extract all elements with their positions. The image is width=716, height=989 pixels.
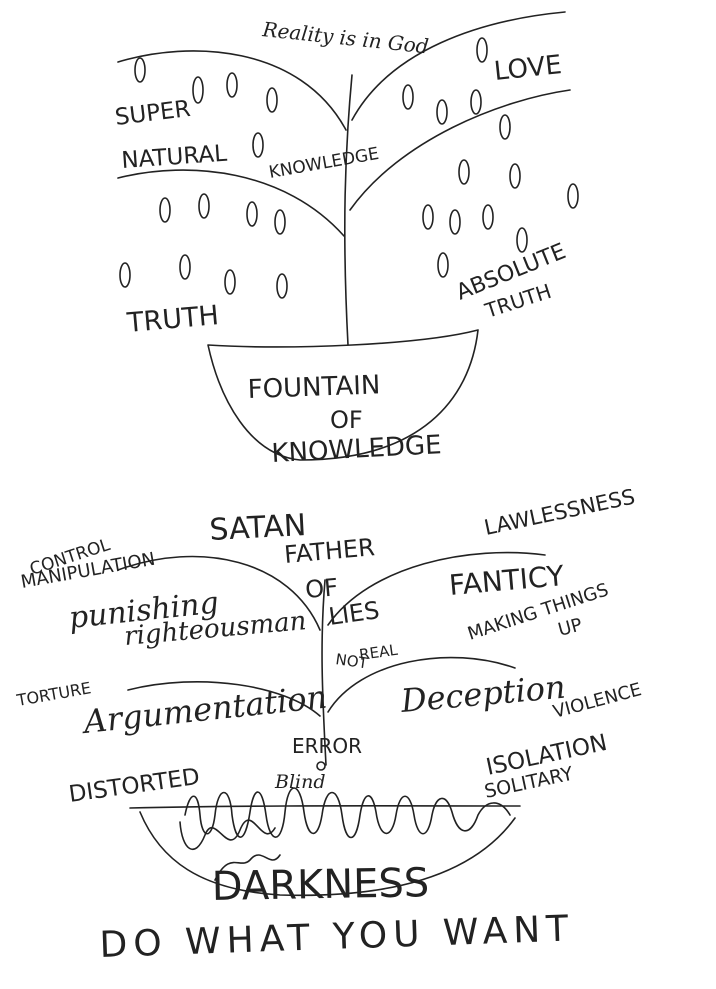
top-leaf-mid-left bbox=[117, 169, 345, 237]
natural-label: NATURAL bbox=[121, 141, 228, 174]
knowledge-label: KNOWLEDGE bbox=[267, 144, 380, 183]
satan-label: SATAN bbox=[209, 508, 307, 548]
top-stem bbox=[343, 74, 353, 346]
up-label: UP bbox=[556, 614, 585, 641]
darkness-scribble-2 bbox=[179, 819, 276, 850]
lawlessness-label: LAWLESSNESS bbox=[482, 485, 637, 540]
love-label: LOVE bbox=[493, 50, 564, 87]
darkness-label: DARKNESS bbox=[211, 860, 429, 910]
darkness-scribble bbox=[184, 787, 511, 839]
blind-dot bbox=[316, 761, 326, 771]
darkness-scribble-3 bbox=[214, 854, 281, 881]
top-leaf-mid-right bbox=[349, 89, 571, 211]
do-what-you-want-label: DO WHAT YOU WANT bbox=[99, 908, 575, 966]
deception-label: Deception bbox=[398, 668, 567, 720]
top-fountain-bowl bbox=[207, 329, 479, 461]
bottom-leaf-upper-left bbox=[117, 555, 321, 631]
torture-label: TORTURE bbox=[14, 678, 92, 710]
argumentation-label: Argumentation bbox=[79, 678, 329, 742]
bottom-leaf-upper-right bbox=[327, 551, 546, 626]
bottom-bowl-rim bbox=[129, 805, 521, 809]
fountain-knowledge-label: KNOWLEDGE bbox=[271, 430, 443, 469]
not-label: NOT bbox=[334, 650, 369, 672]
fountain-of-label: OF bbox=[330, 406, 363, 434]
fantasy-label: FANTICY bbox=[448, 559, 566, 602]
blind-label: Blind bbox=[274, 771, 326, 793]
bottom-leaf-lower-right bbox=[327, 656, 516, 713]
bottom-leaf-lower-left bbox=[127, 681, 321, 717]
top-leaf-upper-left bbox=[117, 50, 347, 131]
real-label: REAL bbox=[358, 641, 399, 664]
lies-label: LIES bbox=[327, 596, 381, 631]
error-label: ERROR bbox=[292, 734, 362, 758]
reality-label: Reality is in God bbox=[260, 17, 429, 58]
bottom-stem bbox=[321, 579, 327, 766]
fountain-label: FOUNTAIN bbox=[247, 370, 381, 405]
top-leaf-upper-right bbox=[351, 11, 566, 121]
father-of-label: OF bbox=[304, 573, 339, 604]
top-plant: Reality is in God LOVE SUPER NATURAL KNO… bbox=[114, 11, 579, 469]
bottom-bowl bbox=[139, 811, 516, 897]
bottom-plant: LAWLESSNESS CONTROL MANIPULATION SATAN F… bbox=[14, 485, 643, 966]
top-seeds bbox=[119, 37, 579, 299]
truth-label: TRUTH bbox=[125, 300, 220, 339]
distorted-label: DISTORTED bbox=[67, 764, 201, 808]
super-label: SUPER bbox=[114, 96, 192, 131]
